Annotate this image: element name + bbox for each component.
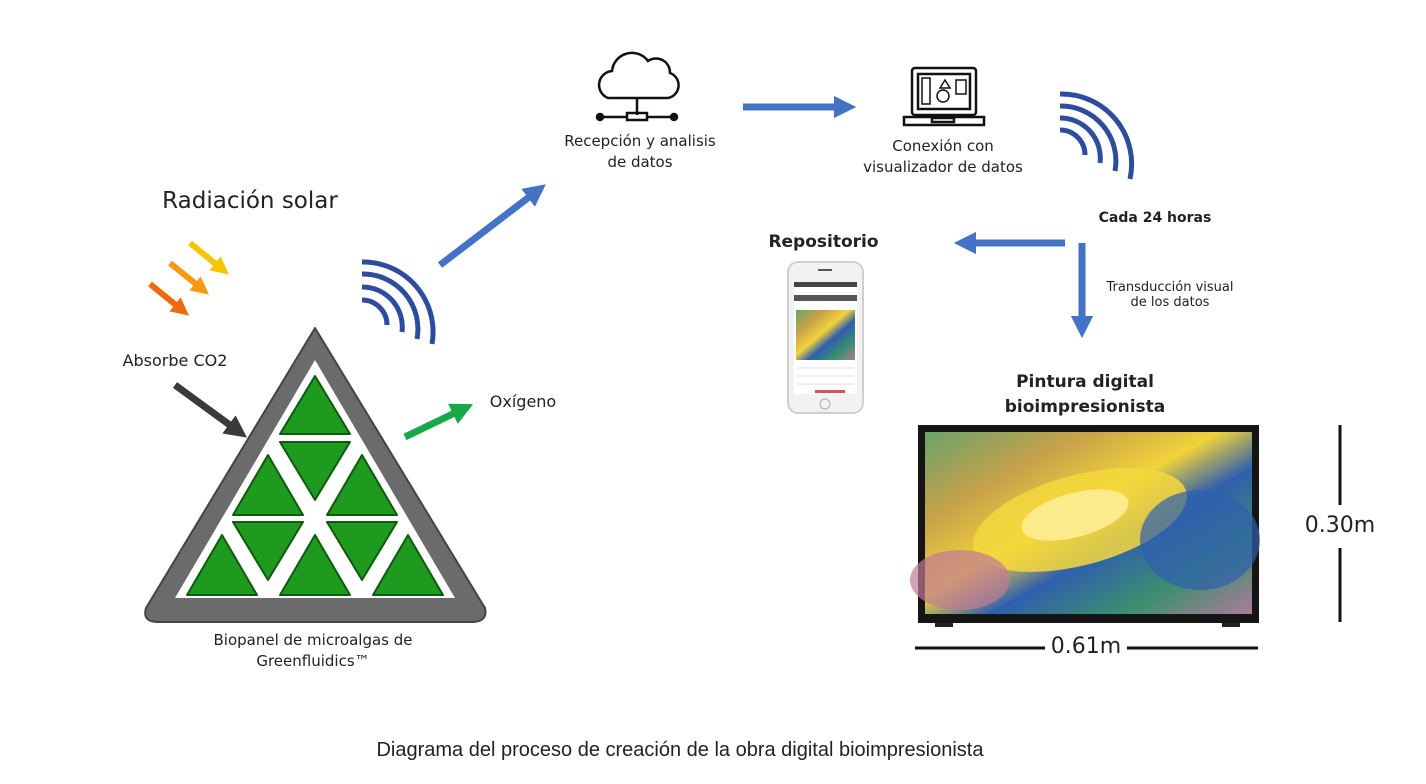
arrow-to-cloud bbox=[437, 184, 546, 268]
absorbs-co2-label: Absorbe CO2 bbox=[122, 351, 228, 370]
oxygen-arrow bbox=[403, 403, 474, 441]
solar-radiation-label: Radiación solar bbox=[162, 188, 338, 214]
smartphone-repository bbox=[787, 261, 864, 414]
width-label: 0.61m bbox=[1050, 634, 1122, 659]
wireless-signal-icon bbox=[1059, 91, 1135, 180]
tv-display-painting bbox=[910, 425, 1260, 627]
co2-arrow bbox=[172, 382, 248, 438]
laptop-dashboard-icon bbox=[902, 66, 986, 127]
wireless-signal-icon bbox=[361, 259, 436, 345]
height-label: 0.30m bbox=[1304, 513, 1376, 538]
repository-label: Repositorio bbox=[768, 232, 879, 252]
cloud-network-icon bbox=[595, 51, 680, 122]
oxygen-label: Oxígeno bbox=[489, 392, 557, 411]
solar-radiation-arrows-icon bbox=[148, 240, 229, 316]
figure-caption: Diagrama del proceso de creación de la o… bbox=[376, 739, 984, 761]
microalgae-biopanel bbox=[144, 327, 487, 623]
every-24-hours-label: Cada 24 horas bbox=[1098, 210, 1212, 226]
